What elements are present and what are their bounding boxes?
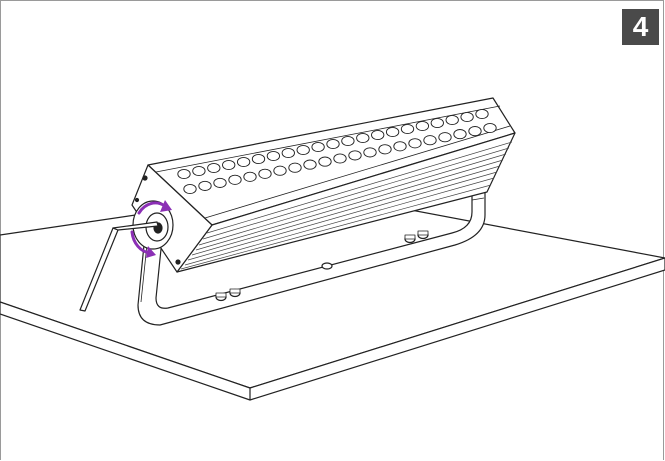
led-lens <box>207 162 221 174</box>
led-array <box>177 108 497 195</box>
fixture <box>131 97 516 273</box>
led-lens <box>228 174 242 185</box>
led-lens <box>348 150 362 161</box>
led-lens <box>192 165 206 177</box>
heatsink-fins <box>180 141 513 270</box>
led-lens <box>356 132 370 144</box>
led-lens <box>213 177 227 188</box>
led-lens <box>258 168 272 179</box>
led-lens <box>438 132 452 143</box>
led-lens <box>281 147 295 159</box>
led-lens <box>378 144 392 155</box>
step-number-badge: 4 <box>622 9 659 45</box>
led-lens <box>460 111 474 123</box>
led-lens <box>415 120 430 132</box>
led-lens <box>475 108 489 120</box>
led-lens <box>243 171 257 182</box>
bracket-fasteners <box>215 230 429 302</box>
led-lens <box>183 183 197 195</box>
led-lens <box>363 147 377 158</box>
led-lens <box>453 129 467 140</box>
led-lens <box>311 141 325 153</box>
led-lens <box>236 156 251 168</box>
led-lens <box>430 117 444 129</box>
led-lens <box>400 123 415 135</box>
led-lens <box>393 141 407 152</box>
led-lens <box>266 150 281 162</box>
hex-key-icon <box>79 221 159 312</box>
led-lens <box>408 138 422 149</box>
led-lens <box>423 135 437 146</box>
led-lens <box>318 156 332 167</box>
led-lens <box>222 159 236 171</box>
led-lens <box>468 126 482 137</box>
led-lens <box>385 126 400 138</box>
led-lens <box>445 114 459 126</box>
led-lens <box>333 153 347 164</box>
led-lens <box>303 159 317 170</box>
led-lens <box>296 144 310 156</box>
led-lens <box>273 165 287 176</box>
led-lens <box>371 129 385 141</box>
led-lens <box>288 162 302 173</box>
rotate-arrow-icon <box>130 200 172 258</box>
led-lens <box>341 135 355 147</box>
led-lens <box>483 122 497 134</box>
led-lens <box>326 138 340 150</box>
led-lens <box>198 180 212 191</box>
end-cap-screws <box>134 175 181 265</box>
led-lens <box>251 153 266 165</box>
led-lens <box>177 168 191 180</box>
